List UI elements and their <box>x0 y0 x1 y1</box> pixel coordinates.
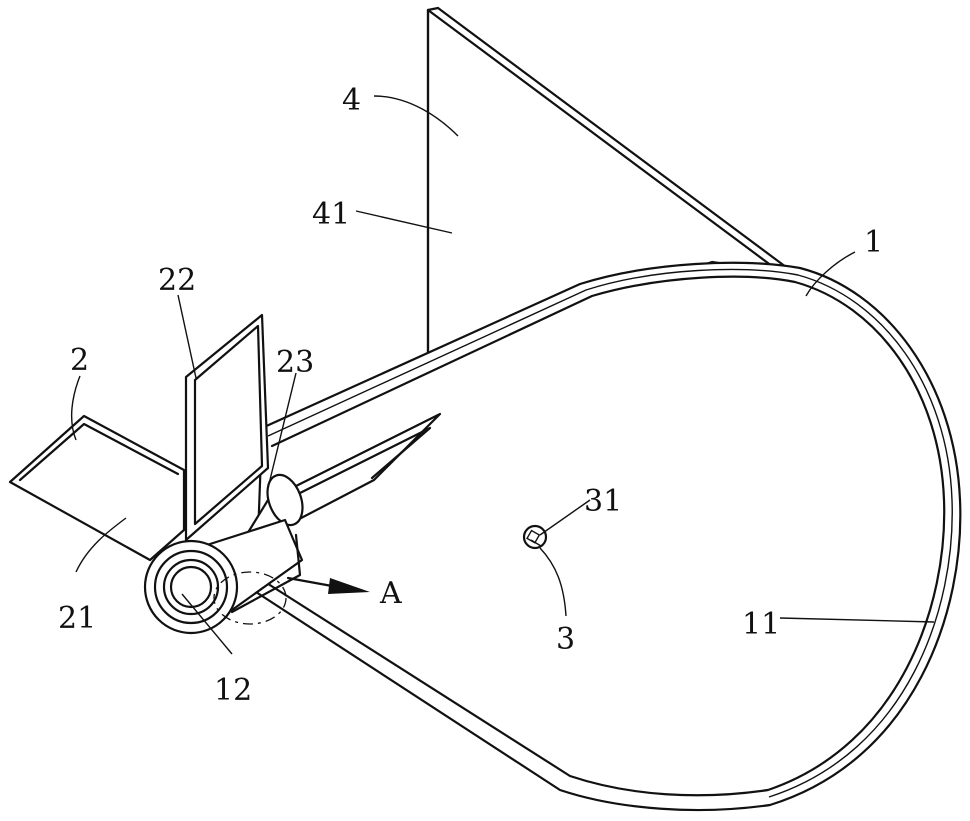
label-41: 41 <box>312 197 350 232</box>
label-21: 21 <box>58 601 96 636</box>
blade-2 <box>10 416 184 560</box>
blade-22 <box>186 315 268 540</box>
label-23: 23 <box>276 345 314 380</box>
label-11: 11 <box>742 607 780 642</box>
label-22: 22 <box>158 263 196 298</box>
label-2: 2 <box>70 343 89 378</box>
label-4: 4 <box>342 83 361 118</box>
shaft-3 <box>524 526 546 548</box>
label-a: A <box>379 576 402 611</box>
label-1: 1 <box>864 225 883 260</box>
label-31: 31 <box>584 484 622 519</box>
label-12: 12 <box>214 673 252 708</box>
housing-1 <box>256 263 960 810</box>
label-3: 3 <box>556 622 575 657</box>
